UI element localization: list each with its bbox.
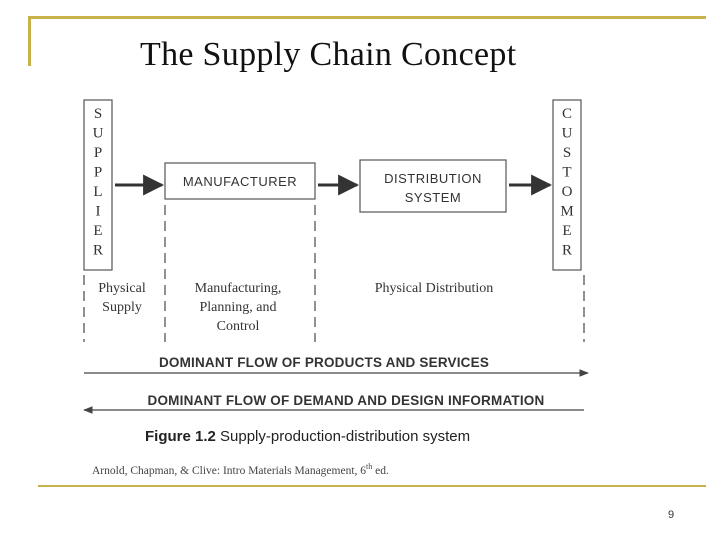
manufacturer-box <box>164 162 316 200</box>
supplier-letter: I <box>96 204 101 220</box>
manufacturer-label: MANUFACTURER <box>183 174 297 189</box>
figure-caption: Figure 1.2 Supply-production-distributio… <box>145 428 470 445</box>
figure-label: Figure 1.2 <box>145 428 216 445</box>
source-citation: Arnold, Chapman, & Clive: Intro Material… <box>92 462 389 477</box>
mpc-line2: Planning, and <box>200 300 277 315</box>
physical-distribution-label: Physical Distribution <box>375 281 494 296</box>
figure-text: Supply-production-distribution system <box>215 428 471 445</box>
page-number: 9 <box>668 509 675 521</box>
customer-letter: M <box>560 204 573 220</box>
supplier-letter: P <box>94 165 102 181</box>
distribution-label-line2: SYSTEM <box>405 190 461 205</box>
customer-letter: U <box>562 126 573 142</box>
source-edition: ed. <box>372 464 389 477</box>
flow-products-label: DOMINANT FLOW OF PRODUCTS AND SERVICES <box>159 355 489 370</box>
slide-frame-top-border <box>28 16 706 19</box>
customer-letter: O <box>562 184 573 200</box>
customer-letter: C <box>562 106 572 122</box>
supplier-letter: U <box>93 126 104 142</box>
customer-box <box>552 99 582 271</box>
distribution-label-line1: DISTRIBUTION <box>384 171 482 186</box>
customer-letter: S <box>563 145 571 161</box>
slide-frame-left-border <box>28 16 31 66</box>
mpc-line1: Manufacturing, <box>195 281 282 296</box>
supplier-letter: P <box>94 145 102 161</box>
supplier-letter: R <box>93 243 103 259</box>
source-superscript: th <box>366 462 373 471</box>
physical-supply-line1: Physical <box>98 281 146 296</box>
customer-letter: T <box>562 165 571 181</box>
distribution-system-box <box>359 159 507 213</box>
supplier-letter: L <box>93 184 102 200</box>
physical-supply-line2: Supply <box>102 300 142 315</box>
mpc-line3: Control <box>217 319 260 334</box>
source-text: Arnold, Chapman, & Clive: Intro Material… <box>92 464 367 477</box>
customer-letter: R <box>562 243 572 259</box>
supplier-letter: S <box>94 106 102 122</box>
slide-title: The Supply Chain Concept <box>140 36 517 73</box>
supplier-letter: E <box>93 223 102 239</box>
section-dividers <box>83 205 585 342</box>
customer-letter: E <box>562 223 571 239</box>
slide-frame-bottom-border <box>38 485 706 487</box>
flow-demand-label: DOMINANT FLOW OF DEMAND AND DESIGN INFOR… <box>148 393 545 408</box>
supplier-box <box>83 99 113 271</box>
